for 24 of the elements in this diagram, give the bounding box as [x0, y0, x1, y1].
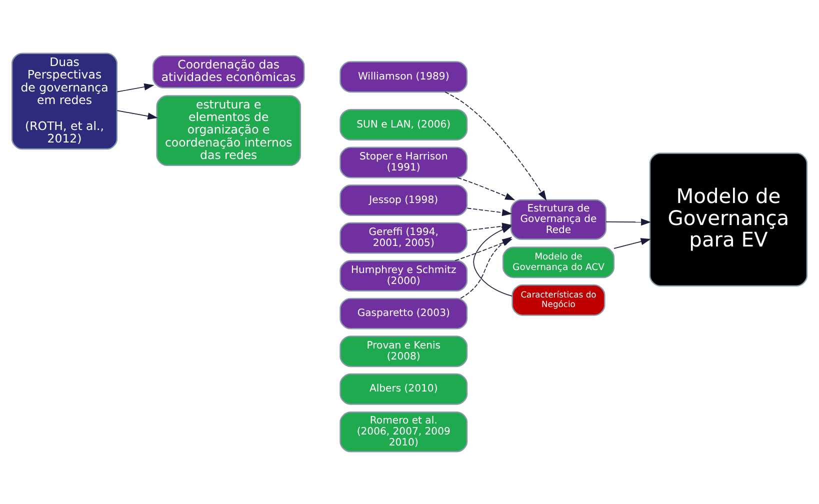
- node-box: Características do Negócio: [512, 284, 606, 316]
- node-box: Stoper e Harrison (1991): [340, 146, 468, 178]
- node-box: Modelo de Governança para EV: [649, 152, 808, 286]
- node-box: Provan e Kenis (2008): [340, 335, 468, 367]
- node-box: SUN e LAN, (2006): [340, 108, 468, 140]
- node-box: Duas Perspectivas de governança em redes (ROTH, et al., 2012): [11, 52, 118, 150]
- node-box: Modelo de Governança do ACV: [502, 246, 615, 278]
- node-box: Humphrey e Schmitz (2000): [340, 260, 468, 292]
- node-box: Romero et al. (2006, 2007, 2009 2010): [340, 411, 468, 452]
- arrow: [457, 176, 516, 200]
- node-box: Coordenação das atividades econômicas: [152, 54, 305, 88]
- arrow: [116, 110, 158, 120]
- node-box: Albers (2010): [340, 372, 468, 404]
- arrow: [116, 82, 154, 92]
- arrow: [614, 238, 651, 248]
- node-box: Estrutura de Governança de Rede: [510, 198, 607, 240]
- node-box: Jessop (1998): [340, 184, 468, 216]
- node-box: Gereffi (1994, 2001, 2005): [340, 222, 468, 254]
- arrow: [606, 218, 652, 226]
- arrow: [444, 91, 547, 200]
- arrow: [466, 207, 512, 216]
- node-box: estrutura e elementos de organização e coordenação internos das redes: [156, 94, 301, 166]
- node-box: Gasparetto (2003): [340, 297, 468, 329]
- node-box: Williamson (1989): [340, 60, 468, 92]
